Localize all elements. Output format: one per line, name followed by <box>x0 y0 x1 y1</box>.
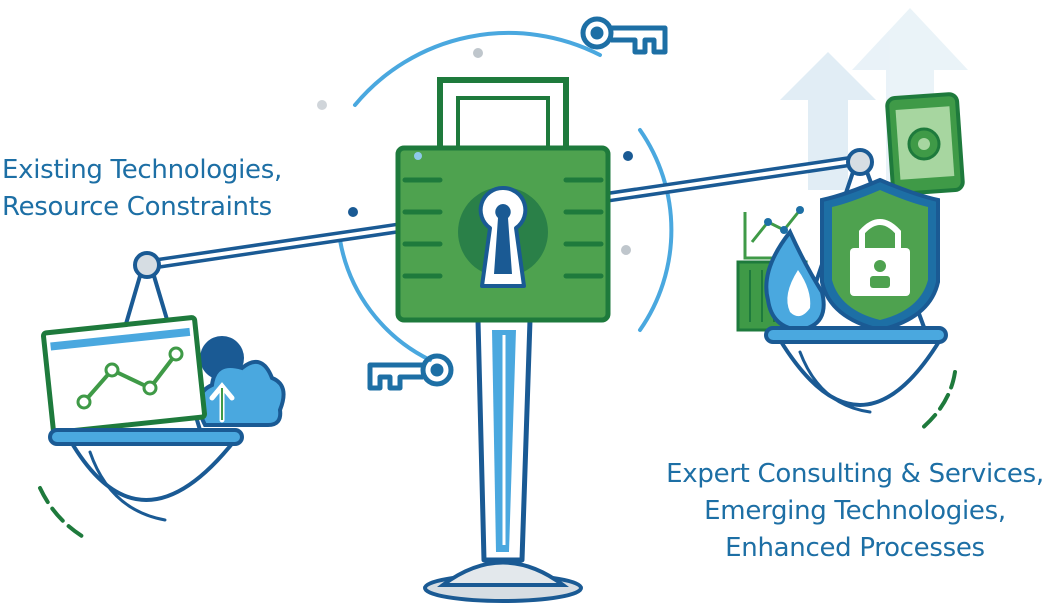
right-label-line-2: Emerging Technologies, <box>704 496 1006 526</box>
orbit-dots <box>317 48 633 255</box>
cloud-upload-icon <box>196 336 286 427</box>
key-icon <box>367 353 454 391</box>
right-label-line-1: Expert Consulting & Services, <box>666 459 1044 489</box>
shield-lock-icon <box>820 177 940 333</box>
keyhole-icon <box>478 185 528 288</box>
left-pan <box>38 275 286 540</box>
scale-stand <box>423 317 583 603</box>
phone-gear-icon <box>885 92 965 196</box>
left-label-line-1: Existing Technologies, <box>2 155 282 185</box>
laptop-chart-icon <box>40 315 208 435</box>
left-pan-label: Existing Technologies, Resource Constrai… <box>2 152 302 226</box>
up-arrow-icon <box>780 8 968 190</box>
flame-icon <box>764 228 826 333</box>
orbit-arcs <box>338 30 674 362</box>
right-pan-label: Expert Consulting & Services, Emerging T… <box>640 456 1048 567</box>
right-pan <box>736 92 965 432</box>
right-label-line-3: Enhanced Processes <box>725 533 985 563</box>
left-label-line-2: Resource Constraints <box>2 192 272 222</box>
padlock-icon <box>395 77 611 323</box>
key-icon <box>580 16 668 55</box>
